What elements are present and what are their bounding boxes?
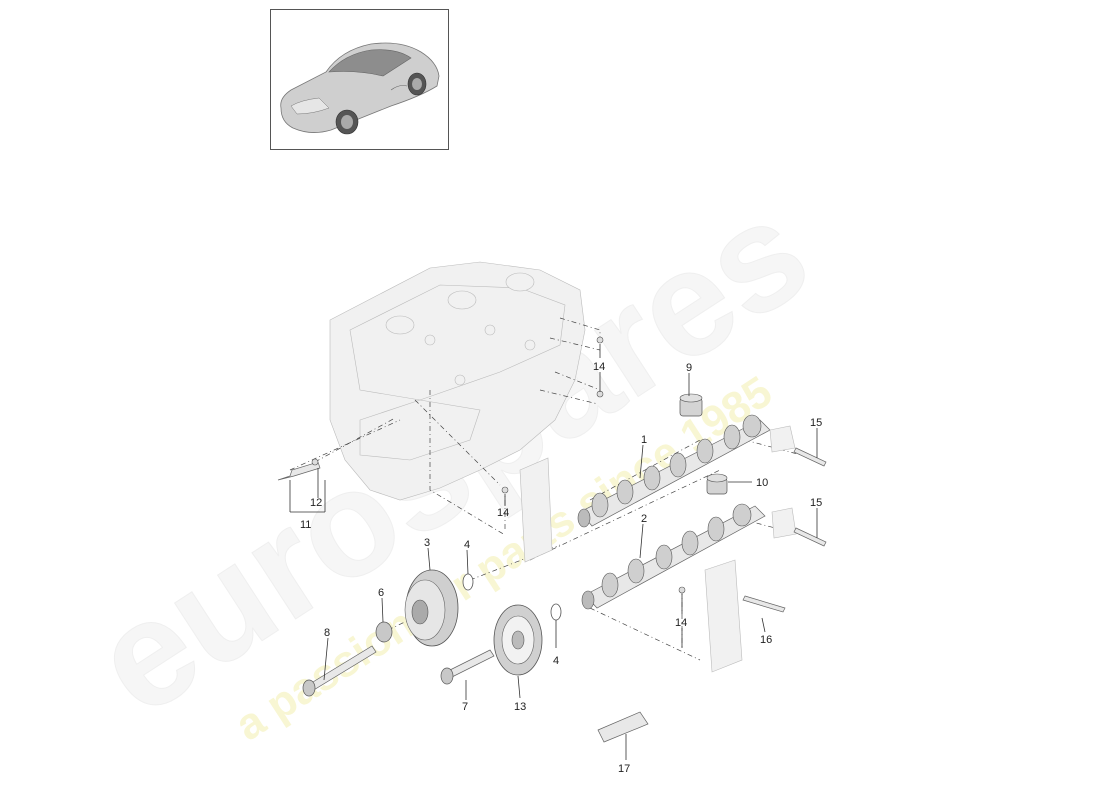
- washer-4[interactable]: [462, 573, 562, 621]
- callout-4a: 4: [464, 539, 470, 551]
- camshaft-exhaust[interactable]: [581, 503, 766, 610]
- leader-lines: [289, 344, 818, 760]
- callout-14b: 14: [497, 507, 509, 519]
- callout-3: 3: [424, 537, 430, 549]
- callout-4b: 4: [553, 655, 559, 667]
- bolt-8[interactable]: [302, 645, 377, 697]
- bolt-7[interactable]: [440, 649, 495, 685]
- cylinder-head[interactable]: [329, 261, 586, 501]
- callout-9: 9: [686, 362, 692, 374]
- callout-15b: 15: [810, 497, 822, 509]
- bushing-10[interactable]: [706, 473, 728, 495]
- callout-1: 1: [641, 434, 647, 446]
- camshaft-adjuster[interactable]: [404, 569, 459, 647]
- sprocket-13[interactable]: [493, 604, 543, 676]
- car-thumbnail-icon: [280, 42, 440, 135]
- dowel-pin-11-12[interactable]: [277, 458, 321, 481]
- camshaft-bracket[interactable]: [519, 425, 797, 673]
- callout-2: 2: [641, 513, 647, 525]
- callouts: 1 2 3 4 4 6 7 8 9 10 11 12 13 14 14 14 1…: [300, 361, 822, 775]
- callout-14a: 14: [593, 361, 605, 373]
- callout-14c: 14: [675, 617, 687, 629]
- callout-15a: 15: [810, 417, 822, 429]
- sealant-17[interactable]: [597, 711, 649, 743]
- callout-16: 16: [760, 634, 772, 646]
- dowel-14[interactable]: [501, 336, 686, 594]
- bolt-16[interactable]: [742, 595, 786, 613]
- callout-13: 13: [514, 701, 526, 713]
- callout-17: 17: [618, 763, 630, 775]
- callout-11: 11: [300, 519, 311, 531]
- callout-7: 7: [462, 701, 468, 713]
- bushing-9[interactable]: [679, 393, 703, 417]
- callout-10: 10: [756, 477, 768, 489]
- nut-6[interactable]: [375, 621, 393, 643]
- callout-6: 6: [378, 587, 384, 599]
- callout-12: 12: [310, 497, 322, 509]
- callout-8: 8: [324, 627, 330, 639]
- car-thumbnail[interactable]: [270, 9, 449, 150]
- bolt-15[interactable]: [793, 447, 827, 547]
